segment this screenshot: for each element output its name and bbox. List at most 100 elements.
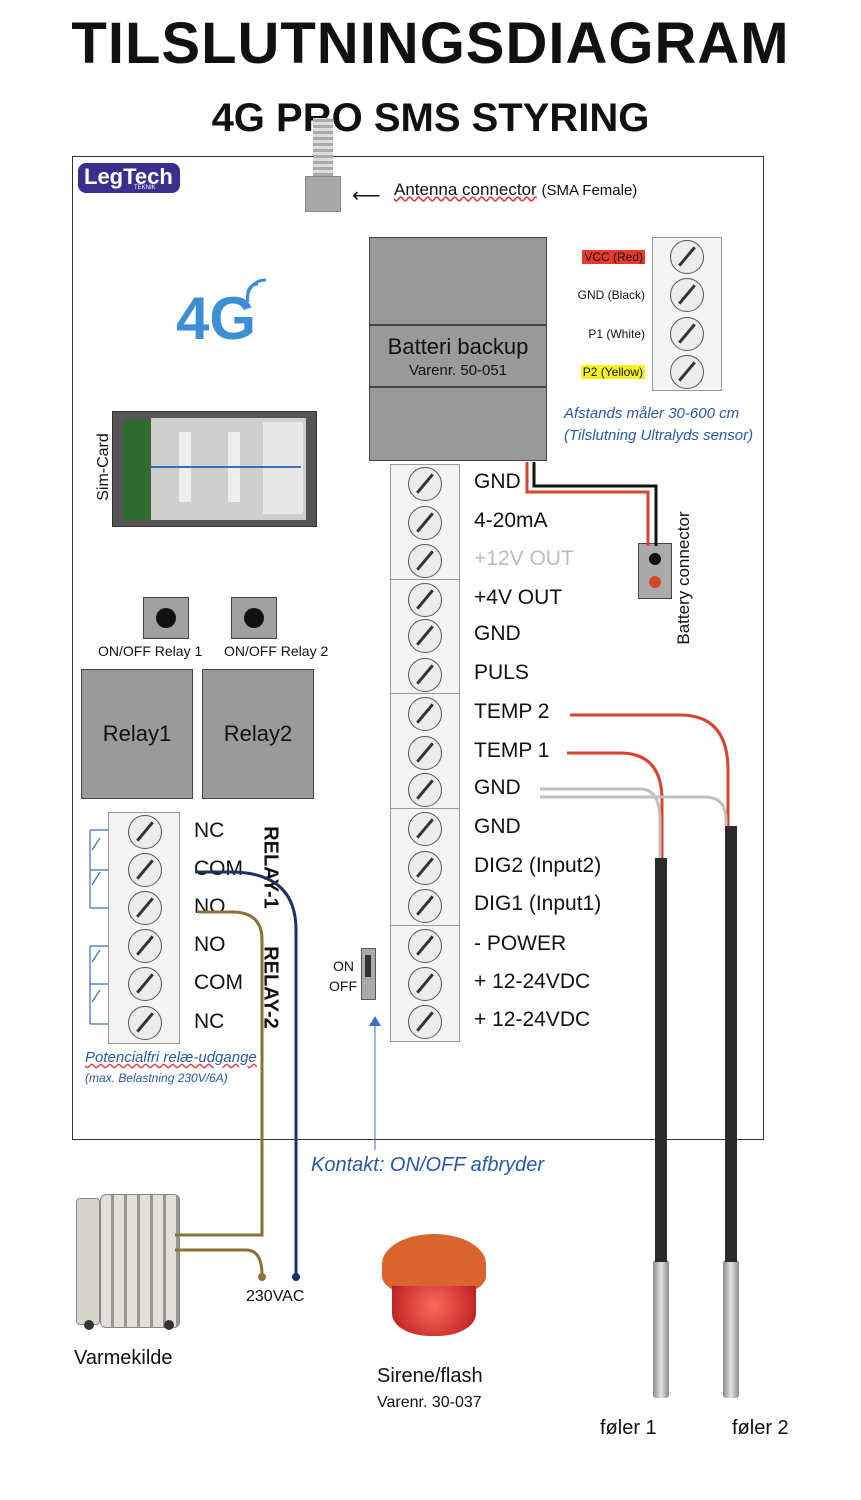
sensor-terminal-4[interactable] — [670, 355, 704, 389]
relay-terminal-label: COM — [194, 971, 243, 994]
legtech-logo: LegTech TEKNIK — [78, 163, 180, 193]
antenna-cable — [313, 118, 333, 176]
diagram-title: TILSLUTNINGSDIAGRAM — [71, 11, 790, 76]
supply-label: 230VAC — [246, 1288, 305, 1305]
main-terminal-label: GND — [474, 815, 521, 838]
supply-terminal-olive — [258, 1273, 266, 1281]
battery-connector-label: Battery connector — [674, 511, 693, 645]
main-terminal-7[interactable] — [408, 697, 442, 731]
main-terminal-9[interactable] — [408, 773, 442, 807]
relay-terminal-label: NO — [194, 933, 226, 956]
switch-off-label: OFF — [329, 978, 357, 994]
main-terminal-5[interactable] — [408, 619, 442, 653]
main-terminal-label: TEMP 1 — [474, 739, 550, 762]
main-terminal-13[interactable] — [408, 929, 442, 963]
relay-terminal-label: NC — [194, 819, 225, 842]
probe2-label: føler 2 — [732, 1417, 789, 1439]
battery-item-number: Varenr. 50-051 — [408, 362, 508, 379]
main-terminal-6[interactable] — [408, 658, 442, 692]
sim-card-label: Sim-Card — [95, 433, 112, 501]
sensor-terminal-label: VCC (Red) — [582, 250, 645, 264]
main-terminal-1[interactable] — [408, 467, 442, 501]
power-switch[interactable] — [361, 948, 376, 1000]
relay-terminal-2[interactable] — [128, 853, 162, 887]
sensor-terminal-label: GND (Black) — [577, 288, 645, 302]
probe2-tip — [723, 1260, 739, 1398]
terminal-divider — [390, 693, 460, 694]
terminal-divider — [390, 808, 460, 809]
siren-image — [382, 1234, 486, 1344]
main-terminal-label: + 12-24VDC — [474, 1008, 591, 1031]
probe1-label: føler 1 — [600, 1417, 657, 1439]
controller-board — [72, 156, 764, 1140]
arrow-left-icon: ⟵ — [352, 185, 381, 207]
diagram-subtitle: 4G PRO SMS STYRING — [211, 96, 650, 140]
relay-terminal-5[interactable] — [128, 967, 162, 1001]
main-terminal-label: + 12-24VDC — [474, 970, 591, 993]
heater-image — [72, 1190, 182, 1340]
logo-main: LegTech — [84, 164, 173, 189]
relay-terminal-label: COM — [194, 857, 243, 880]
sensor-terminal-1[interactable] — [670, 240, 704, 274]
sensor-caption-line2: (Tilslutning Ultralyds sensor) — [564, 427, 754, 444]
main-terminal-label: GND — [474, 776, 521, 799]
main-terminal-2[interactable] — [408, 506, 442, 540]
main-terminal-11[interactable] — [408, 851, 442, 885]
antenna-connector[interactable] — [305, 176, 341, 212]
heater-wire-olive-2 — [175, 1248, 264, 1276]
relay-caption-line1: Potencialfri relæ-udgange — [85, 1049, 257, 1066]
heater-label: Varmekilde — [74, 1347, 173, 1369]
relay1: Relay1 — [81, 669, 193, 799]
main-terminal-label: DIG1 (Input1) — [474, 892, 602, 915]
relay1-button[interactable] — [143, 597, 189, 639]
relay2: Relay2 — [202, 669, 314, 799]
main-terminal-14[interactable] — [408, 967, 442, 1001]
main-terminal-4[interactable] — [408, 583, 442, 617]
relay-terminal-6[interactable] — [128, 1006, 162, 1040]
relay-terminal-label: NO — [194, 895, 226, 918]
battery-label: Batteri backup — [387, 334, 529, 359]
relay2-button-label: ON/OFF Relay 2 — [224, 643, 329, 659]
main-terminal-label: PULS — [474, 661, 529, 684]
terminal-divider — [390, 579, 460, 580]
relay-terminal-1[interactable] — [128, 815, 162, 849]
siren-label: Sirene/flash — [377, 1365, 483, 1387]
main-terminal-label: GND — [474, 622, 521, 645]
main-terminal-label: +4V OUT — [474, 586, 563, 609]
relay-terminal-3[interactable] — [128, 891, 162, 925]
main-terminal-label: DIG2 (Input2) — [474, 854, 602, 877]
relay2-button[interactable] — [231, 597, 277, 639]
relay-caption-line2: (max. Belastning 230V/6A) — [85, 1071, 228, 1085]
relay-terminal-block — [108, 812, 180, 1044]
main-terminal-12[interactable] — [408, 889, 442, 923]
switch-caption: Kontakt: ON/OFF afbryder — [311, 1154, 545, 1176]
logo-sub: TEKNIK — [134, 185, 156, 191]
sensor-terminal-3[interactable] — [670, 317, 704, 351]
main-terminal-8[interactable] — [408, 736, 442, 770]
relay2-side-label: RELAY-2 — [259, 946, 282, 1029]
switch-on-label: ON — [333, 958, 354, 974]
main-terminal-3[interactable] — [408, 544, 442, 578]
sim-card-slot[interactable] — [112, 411, 317, 527]
probe1-tip — [653, 1260, 669, 1398]
main-terminal-10[interactable] — [408, 812, 442, 846]
relay1-button-label: ON/OFF Relay 1 — [98, 643, 203, 659]
relay-terminal-4[interactable] — [128, 929, 162, 963]
antenna-label: Antenna connector (SMA Female) — [394, 180, 638, 199]
main-terminal-label: GND — [474, 470, 521, 493]
battery-backup: Batteri backup Varenr. 50-051 — [369, 237, 547, 461]
main-terminal-label: 4-20mA — [474, 509, 548, 532]
network-4g-badge: 4G — [176, 285, 257, 352]
main-terminal-label: - POWER — [474, 932, 567, 955]
sensor-terminal-2[interactable] — [670, 278, 704, 312]
terminal-divider — [390, 925, 460, 926]
siren-item-number: Varenr. 30-037 — [377, 1394, 482, 1411]
main-terminal-label: TEMP 2 — [474, 700, 550, 723]
main-terminal-label: +12V OUT — [474, 547, 574, 570]
sensor-caption-line1: Afstands måler 30-600 cm — [564, 405, 740, 422]
signal-waves-icon — [244, 276, 274, 306]
supply-terminal-navy — [292, 1273, 300, 1281]
main-terminal-15[interactable] — [408, 1005, 442, 1039]
battery-connector[interactable] — [638, 543, 672, 599]
sensor-terminal-label: P2 (Yellow) — [580, 365, 645, 379]
